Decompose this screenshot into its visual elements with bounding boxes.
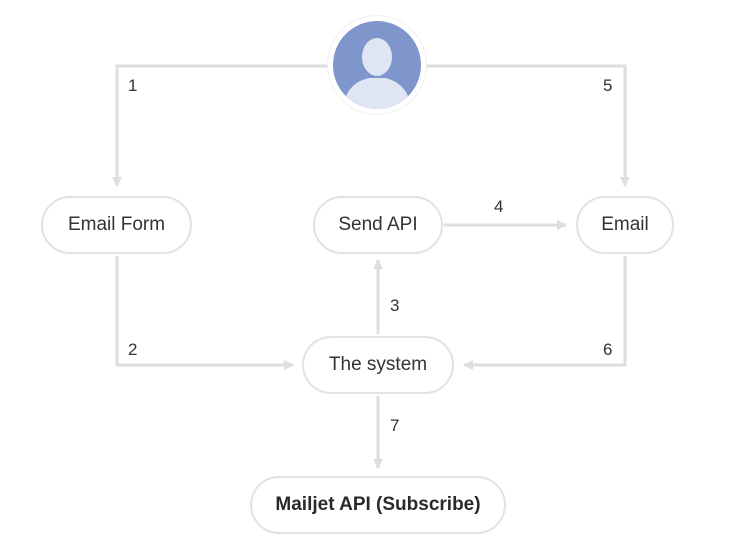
node-send-api: Send API [313, 196, 443, 254]
connector-6 [463, 256, 627, 370]
user-avatar [328, 16, 426, 114]
step-label-4: 4 [494, 197, 504, 216]
step-label-3: 3 [390, 296, 400, 315]
node-email: Email [576, 196, 674, 254]
step-label-2: 2 [128, 340, 138, 359]
user-avatar-icon [333, 21, 421, 109]
connector-2 [115, 256, 294, 370]
node-email-form: Email Form [41, 196, 192, 254]
connector-5 [426, 64, 630, 187]
step-label-7: 7 [390, 416, 400, 435]
step-label-1: 1 [128, 76, 138, 95]
connector-1 [112, 64, 330, 187]
node-the-system: The system [302, 336, 454, 394]
step-label-6: 6 [603, 340, 613, 359]
node-mailjet-api: Mailjet API (Subscribe) [250, 476, 506, 534]
step-label-5: 5 [603, 76, 613, 95]
